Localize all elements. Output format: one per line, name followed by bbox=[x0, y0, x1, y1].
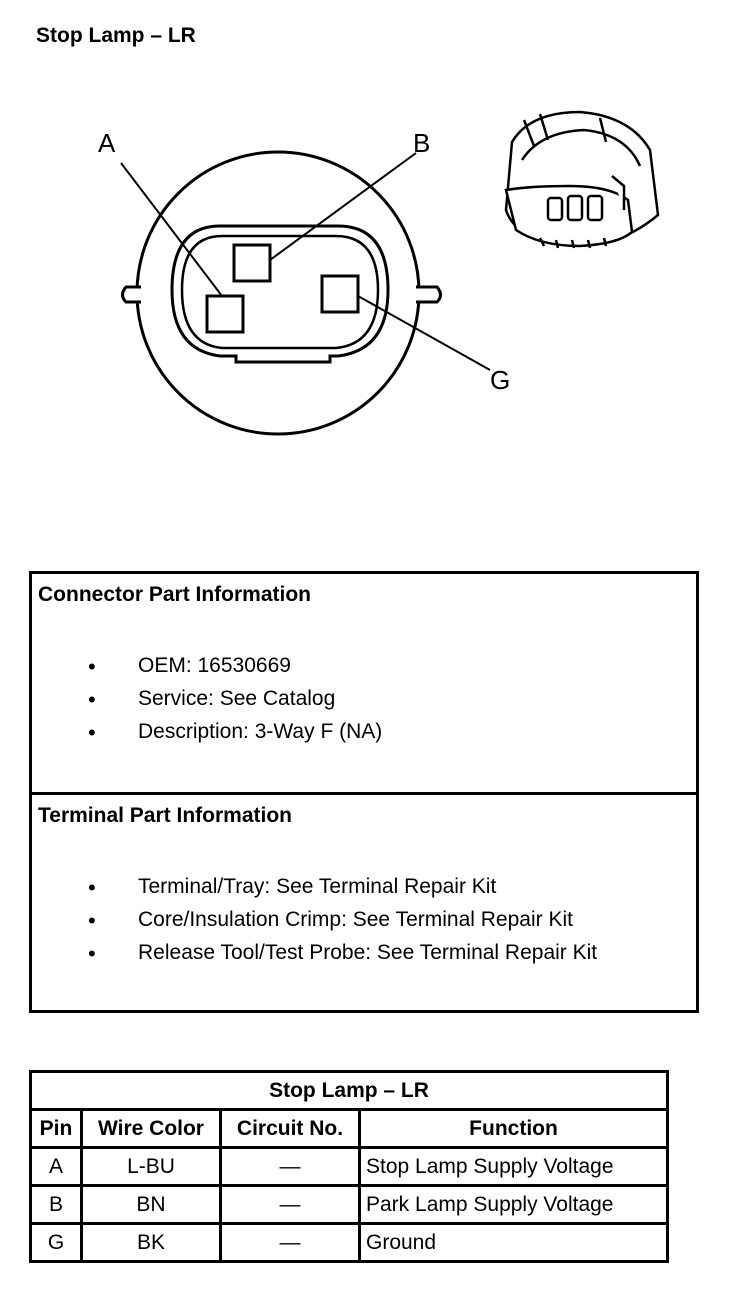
terminal-b bbox=[232, 243, 272, 283]
pin-table: Stop Lamp – LR Pin Wire Color Circuit No… bbox=[29, 1070, 669, 1263]
wire-color-cell: L-BU bbox=[80, 1146, 222, 1187]
pin-cell: A bbox=[29, 1146, 83, 1187]
pin-cell: G bbox=[29, 1222, 83, 1263]
table-row: B BN — Park Lamp Supply Voltage bbox=[29, 1184, 669, 1225]
wire-color-cell: BK bbox=[80, 1222, 222, 1263]
bullet-icon: • bbox=[88, 908, 96, 933]
bullet-icon: • bbox=[88, 875, 96, 900]
left-tab bbox=[121, 285, 141, 304]
connector-part-info-section: Connector Part Information •OEM: 1653066… bbox=[38, 583, 383, 745]
callout-a: A bbox=[98, 128, 116, 158]
table-row: G BK — Ground bbox=[29, 1222, 669, 1263]
page-title: Stop Lamp – LR bbox=[36, 24, 196, 47]
function-cell: Stop Lamp Supply Voltage bbox=[358, 1146, 669, 1187]
leader-line-a bbox=[120, 162, 223, 297]
bullet-icon: • bbox=[88, 941, 96, 966]
connector-face-drawing bbox=[120, 110, 660, 436]
circuit-cell: — bbox=[219, 1222, 361, 1263]
bullet-icon: • bbox=[88, 654, 96, 679]
circuit-cell: — bbox=[219, 1146, 361, 1187]
bullet-icon: • bbox=[88, 687, 96, 712]
terminal-g bbox=[320, 274, 360, 314]
connector-isometric-illustration bbox=[504, 110, 660, 249]
terminal-part-info-section: Terminal Part Information •Terminal/Tray… bbox=[32, 792, 696, 1007]
callout-b: B bbox=[413, 128, 431, 158]
leader-line-g bbox=[357, 295, 491, 371]
table-row: A L-BU — Stop Lamp Supply Voltage bbox=[29, 1146, 669, 1187]
connector-part-info-heading: Connector Part Information bbox=[38, 583, 312, 606]
function-cell: Park Lamp Supply Voltage bbox=[358, 1184, 669, 1225]
column-header: Pin bbox=[29, 1108, 83, 1149]
callout-g: G bbox=[490, 365, 511, 395]
part-information-box: Connector Part Information •OEM: 1653066… bbox=[29, 571, 699, 1013]
table-header-row: Pin Wire Color Circuit No. Function bbox=[29, 1108, 669, 1149]
bullet-icon: • bbox=[88, 720, 96, 745]
wire-color-cell: BN bbox=[80, 1184, 222, 1225]
column-header: Circuit No. bbox=[219, 1108, 361, 1149]
pin-cell: B bbox=[29, 1184, 83, 1225]
cavity-outer-outline bbox=[170, 224, 390, 364]
connector-diagram: A B G bbox=[0, 0, 736, 520]
terminal-a bbox=[205, 294, 245, 334]
terminal-part-info-heading: Terminal Part Information bbox=[38, 804, 292, 827]
pin-table-title: Stop Lamp – LR bbox=[29, 1070, 669, 1111]
column-header: Function bbox=[358, 1108, 669, 1149]
connector-outer-ring bbox=[135, 150, 421, 436]
leader-line-b bbox=[269, 152, 417, 261]
table-title-row: Stop Lamp – LR bbox=[29, 1070, 669, 1111]
column-header: Wire Color bbox=[80, 1108, 222, 1149]
cavity-inner-outline bbox=[180, 234, 380, 350]
function-cell: Ground bbox=[358, 1222, 669, 1263]
right-tab bbox=[416, 285, 442, 304]
circuit-cell: — bbox=[219, 1184, 361, 1225]
